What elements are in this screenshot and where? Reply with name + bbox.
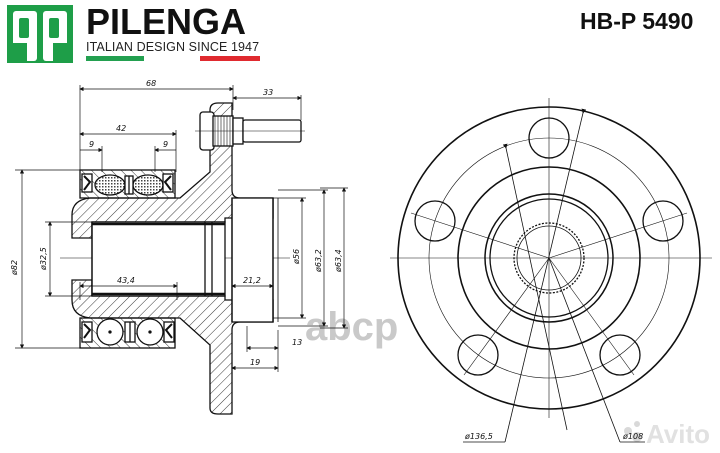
dim-flange-diameter: ø136,5 — [464, 432, 493, 441]
abcp-watermark: abcp — [305, 305, 398, 349]
italian-flag-red-stripe — [200, 56, 260, 61]
avito-watermark: Avito — [624, 419, 710, 449]
dim-bore-diameter: ø32,5 — [39, 247, 48, 271]
dim-bolt-circle: ø108 — [622, 432, 643, 441]
italian-flag-green-stripe — [86, 56, 144, 61]
dim-pilot-diameter: ø56 — [292, 249, 301, 265]
dim-pilot-outer-1: ø63,2 — [314, 249, 323, 273]
bolt-holes — [414, 117, 684, 376]
dim-seal-left: 9 — [89, 140, 94, 149]
brand-tagline: ITALIAN DESIGN SINCE 1947 — [86, 40, 260, 54]
part-number: HB-P 5490 — [580, 8, 694, 34]
front-view — [390, 98, 712, 443]
dim-19: 19 — [250, 358, 260, 367]
svg-text:Avito: Avito — [646, 419, 710, 449]
side-section-view — [60, 102, 305, 415]
brand-name: PILENGA — [86, 1, 247, 42]
dim-stud-length: 33 — [263, 88, 273, 97]
pilenga-logo — [7, 5, 73, 63]
dim-overall-length: 68 — [146, 79, 156, 88]
side-view-dimensions — [15, 85, 348, 372]
dim-bearing-width: 42 — [116, 124, 126, 133]
dim-seal-right: 9 — [163, 140, 168, 149]
dim-outer-diameter: ø82 — [10, 260, 19, 276]
dim-pilot-outer-2: ø63,4 — [334, 249, 343, 273]
dim-13: 13 — [292, 338, 302, 347]
dim-bore-length: 43,4 — [117, 276, 135, 285]
dim-pilot-depth: 21,2 — [243, 276, 261, 285]
qp-logo-icon — [13, 11, 67, 63]
